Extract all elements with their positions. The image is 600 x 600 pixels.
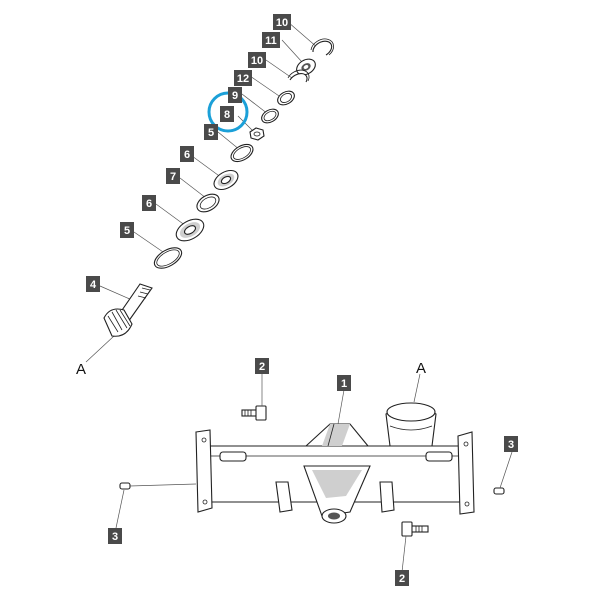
svg-text:8: 8 — [224, 109, 230, 121]
callout-5-bottom: 5 — [120, 222, 134, 238]
callout-1: 1 — [337, 375, 351, 391]
pin-part-3-left — [119, 482, 131, 490]
callout-3-left: 3 — [108, 528, 122, 544]
callout-10-top: 10 — [273, 14, 291, 30]
svg-text:3: 3 — [508, 439, 514, 451]
pin-part-3-right — [493, 487, 505, 495]
callout-12: 12 — [234, 70, 252, 86]
svg-text:2: 2 — [259, 361, 265, 373]
svg-text:6: 6 — [146, 198, 152, 210]
callout-2-top: 2 — [255, 358, 269, 374]
svg-text:9: 9 — [232, 90, 238, 102]
shim-ring-part-5-top — [230, 143, 254, 163]
svg-text:11: 11 — [265, 35, 277, 47]
svg-text:6: 6 — [184, 149, 190, 161]
pinion-gear-part-4 — [103, 283, 153, 337]
svg-text:10: 10 — [276, 17, 288, 29]
svg-text:7: 7 — [170, 171, 176, 183]
svg-text:1: 1 — [341, 378, 347, 390]
nut-part-8 — [249, 127, 265, 141]
svg-text:2: 2 — [399, 573, 405, 585]
callout-4: 4 — [86, 276, 100, 292]
bearing-cone-part-6-top — [213, 169, 239, 191]
callout-3-right: 3 — [504, 436, 518, 452]
leader-lines — [85, 21, 319, 363]
bolt-part-2-top — [241, 405, 267, 421]
callout-6-top: 6 — [180, 146, 194, 162]
washer-part-12 — [277, 90, 295, 106]
svg-text:12: 12 — [237, 73, 249, 85]
callout-2-bottom: 2 — [395, 570, 409, 586]
housing-leader-lines — [115, 373, 513, 573]
callout-9: 9 — [228, 87, 242, 103]
svg-text:5: 5 — [124, 225, 130, 237]
callout-10-second: 10 — [248, 52, 266, 68]
svg-text:10: 10 — [251, 55, 263, 67]
callout-7: 7 — [166, 168, 180, 184]
svg-text:3: 3 — [112, 531, 118, 543]
svg-text:4: 4 — [90, 279, 97, 291]
callout-8: 8 — [220, 106, 234, 122]
ref-letter-a-housing: A — [416, 360, 426, 377]
ref-letter-a-pinion: A — [76, 361, 86, 378]
shim-ring-part-5-bottom — [153, 247, 183, 269]
bearing-part-11 — [296, 58, 316, 76]
snap-ring-part-10-top — [310, 38, 334, 56]
axle-housing-part-1 — [195, 402, 475, 524]
ring-part-9 — [261, 108, 279, 124]
callout-11: 11 — [262, 32, 280, 48]
svg-text:5: 5 — [208, 127, 214, 139]
bearing-cone-part-6-bottom — [175, 218, 205, 242]
bearing-cup-part-7 — [196, 193, 220, 213]
callout-6-bottom: 6 — [142, 195, 156, 211]
bolt-part-2-bottom — [401, 521, 429, 537]
callout-5-top: 5 — [204, 124, 218, 140]
snap-ring-part-10-second — [287, 69, 310, 83]
